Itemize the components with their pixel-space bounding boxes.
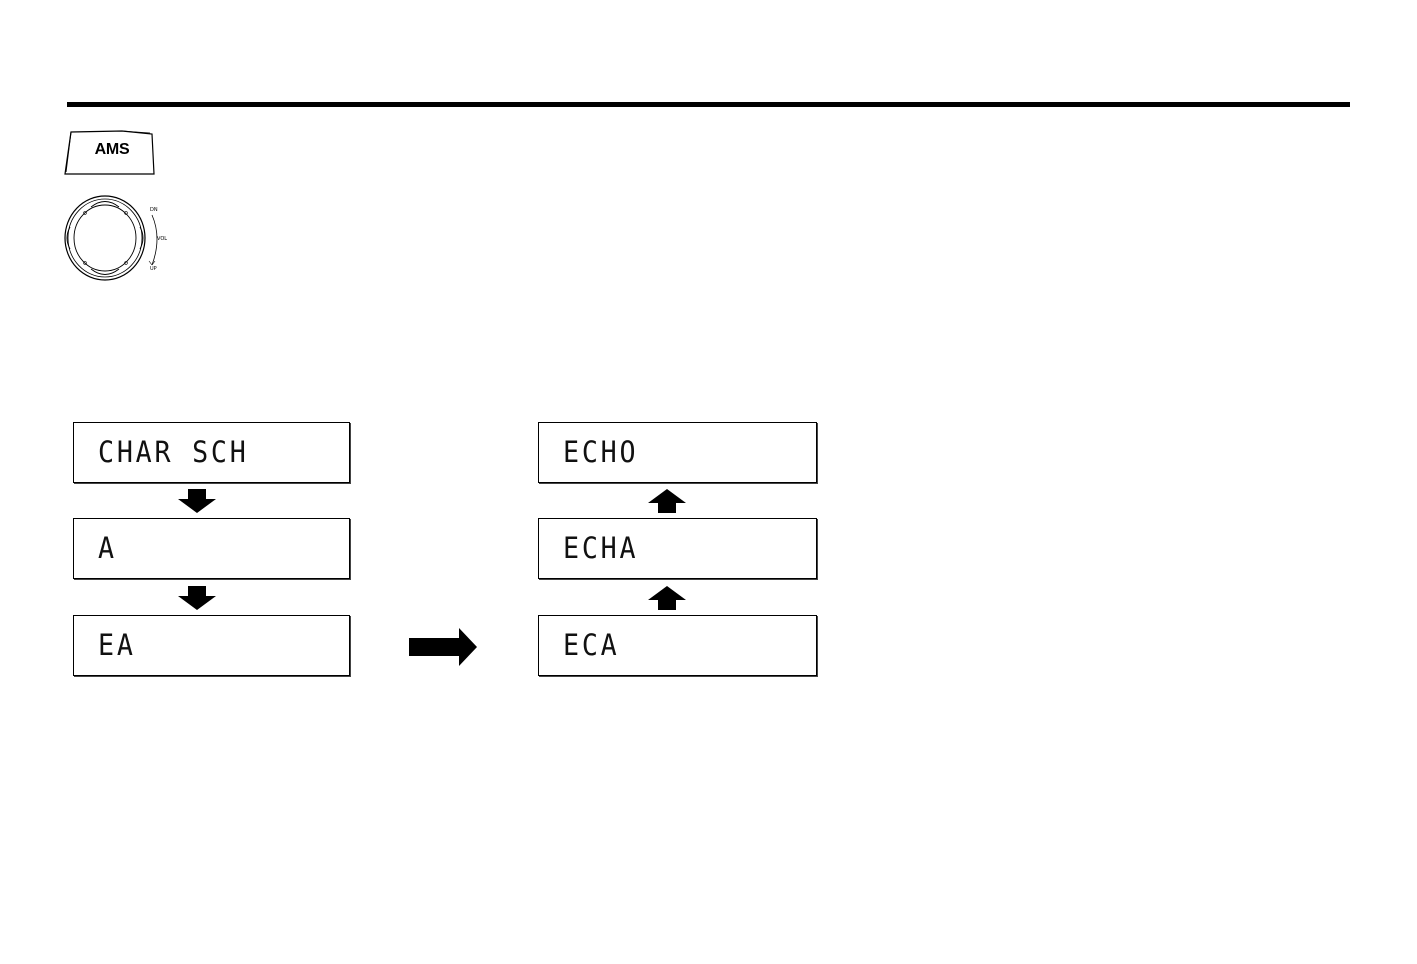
arrow-up-icon bbox=[648, 586, 686, 610]
arrow-down-icon bbox=[178, 489, 216, 513]
lcd-text: A bbox=[98, 531, 117, 565]
arrow-down-icon bbox=[178, 586, 216, 610]
lcd-text: ECHA bbox=[563, 531, 638, 565]
lcd-text: CHAR SCH bbox=[98, 435, 249, 469]
lcd-display-right-3: ECA bbox=[538, 615, 817, 676]
knob-label-bottom: UP bbox=[150, 266, 157, 272]
header-rule bbox=[67, 102, 1350, 107]
lcd-text: EA bbox=[98, 628, 136, 662]
lcd-text: ECA bbox=[563, 628, 619, 662]
lcd-display-right-2: ECHA bbox=[538, 518, 817, 579]
lcd-display-left-3: EA bbox=[73, 615, 350, 676]
arrow-right-icon bbox=[409, 628, 477, 666]
lcd-display-left-1: CHAR SCH bbox=[73, 422, 350, 483]
ams-button-label: AMS bbox=[70, 141, 154, 159]
arrow-up-icon bbox=[648, 489, 686, 513]
lcd-display-right-1: ECHO bbox=[538, 422, 817, 483]
lcd-display-left-2: A bbox=[73, 518, 350, 579]
knob-label-mid: VOL bbox=[157, 236, 167, 242]
volume-knob-icon: DN VOL UP bbox=[62, 193, 174, 285]
lcd-text: ECHO bbox=[563, 435, 638, 469]
knob-label-top: DN bbox=[150, 207, 158, 213]
ams-button-icon: AMS bbox=[62, 128, 158, 178]
